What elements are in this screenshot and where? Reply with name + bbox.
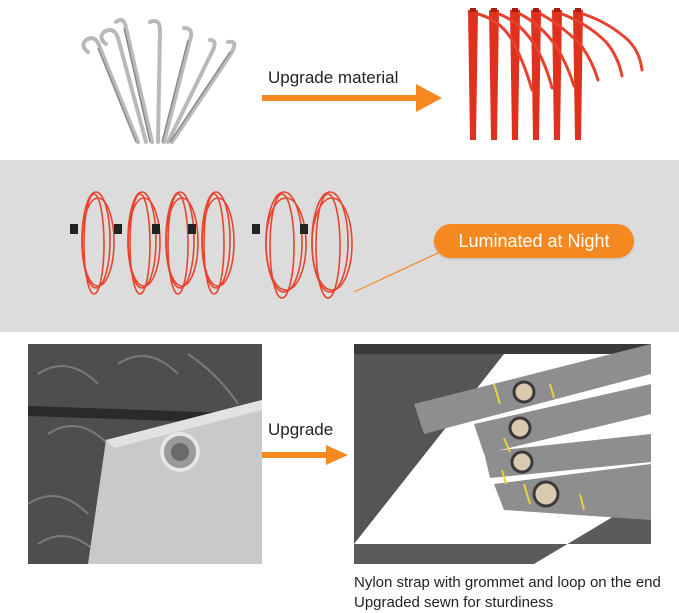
metal-stakes-image bbox=[81, 18, 237, 144]
red-stakes-image bbox=[468, 8, 644, 140]
stakes-illustration bbox=[81, 8, 644, 144]
stakes-comparison: Upgrade material bbox=[0, 0, 679, 160]
luminated-badge: Luminated at Night bbox=[434, 224, 634, 258]
caption-line-1: Nylon strap with grommet and loop on the… bbox=[354, 574, 661, 591]
upgrade-material-label: Upgrade material bbox=[268, 68, 399, 87]
guy-ropes-image bbox=[81, 191, 353, 299]
caption-line-2: Upgraded sewn for sturdiness bbox=[354, 594, 554, 611]
arrow-right-icon bbox=[262, 445, 348, 465]
strap-grommet-photo bbox=[354, 344, 651, 564]
arrow-right-icon bbox=[262, 84, 442, 112]
guy-ropes-illustration bbox=[70, 191, 441, 299]
tarp-corner-photo bbox=[28, 344, 262, 564]
upgrade-label: Upgrade bbox=[268, 420, 334, 439]
